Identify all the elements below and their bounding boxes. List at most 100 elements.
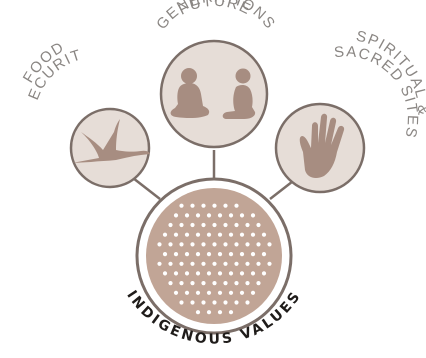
pattern-dot [234,300,239,305]
future-generations-circle [159,39,269,149]
pattern-dot [190,261,195,266]
pattern-dot [212,300,217,305]
pattern-dot [261,232,267,237]
pattern-dot [168,222,173,228]
pattern-dot [184,213,190,218]
food-security-node [69,107,151,189]
pattern-dot [239,271,245,276]
pattern-dot [267,242,272,247]
pattern-dot [179,222,184,228]
pattern-dot [179,300,184,305]
pattern-dot [173,290,179,295]
pattern-dot [206,290,212,295]
pattern-dot [157,242,162,247]
pattern-dot [212,281,217,286]
pattern-dot [223,222,228,228]
pattern-dot [201,281,206,286]
pattern-dot [168,281,173,286]
pattern-dot [239,232,245,237]
pattern-dot [206,271,212,276]
pattern-dot [245,281,250,286]
pattern-dot [168,242,173,247]
pattern-dot [184,290,190,295]
pattern-dot [223,242,228,247]
pattern-dot [190,300,195,305]
pattern-dot [239,213,245,218]
pattern-dot [201,203,206,208]
pattern-dot [195,310,201,315]
pattern-dot [184,232,190,237]
pattern-dot [190,203,195,208]
pattern-dot [245,222,250,228]
crane-bird-icon [72,119,150,163]
pattern-dot [179,203,184,208]
pattern-dot [162,252,168,257]
pattern-dot [267,261,272,266]
pattern-dot [206,213,212,218]
pattern-dot [228,252,234,257]
pattern-dot [217,252,223,257]
pattern-dot [173,252,179,257]
seated-children-icon [170,68,256,119]
pattern-dot [162,271,168,276]
pattern-dot [239,290,245,295]
pattern-dot [195,252,201,257]
pattern-dot [190,222,195,228]
pattern-dot [201,300,206,305]
pattern-dot [195,213,201,218]
pattern-dot [206,252,212,257]
pattern-dot [195,232,201,237]
pattern-dot [184,271,190,276]
pattern-dot [217,213,223,218]
pattern-dot [250,290,256,295]
pattern-dot [212,203,217,208]
pattern-dot [234,242,239,247]
pattern-dot [201,222,206,228]
pattern-dot [228,271,234,276]
pattern-dot [179,242,184,247]
pattern-dot [223,281,228,286]
pattern-dot [239,252,245,257]
pattern-dot [228,232,234,237]
pattern-dot [157,261,162,266]
pattern-dot [179,281,184,286]
pattern-dot [245,261,250,266]
pattern-dot [195,271,201,276]
food-security-label: FOOD SECURITY [0,0,83,102]
pattern-dot [223,261,228,266]
indigenous-values-inner-circle [146,188,282,324]
pattern-dot [206,310,212,315]
pattern-dot [217,271,223,276]
dot-pattern-icon [157,203,272,315]
pattern-dot [250,213,256,218]
pattern-dot [256,242,261,247]
future-generations-label-line-2: GENERATIONS [153,0,279,33]
future-generations-node [159,39,269,149]
pattern-dot [228,310,234,315]
pattern-dot [173,271,179,276]
pattern-dot [234,261,239,266]
pattern-dot [245,242,250,247]
pattern-dot [195,290,201,295]
pattern-dot [250,271,256,276]
indigenous-values-node [135,177,293,335]
pattern-dot [250,252,256,257]
pattern-dot [217,290,223,295]
pattern-dot [184,252,190,257]
pattern-dot [201,261,206,266]
connector-food [132,177,161,200]
pattern-dot [173,213,179,218]
pattern-dot [173,232,179,237]
pattern-dot [217,310,223,315]
pattern-dot [168,261,173,266]
pattern-dot [212,261,217,266]
pattern-dot [228,213,234,218]
pattern-dot [256,222,261,228]
pattern-dot [212,222,217,228]
pattern-dot [250,232,256,237]
pattern-dot [234,222,239,228]
pattern-dot [234,281,239,286]
pattern-dot [162,232,168,237]
pattern-dot [217,232,223,237]
